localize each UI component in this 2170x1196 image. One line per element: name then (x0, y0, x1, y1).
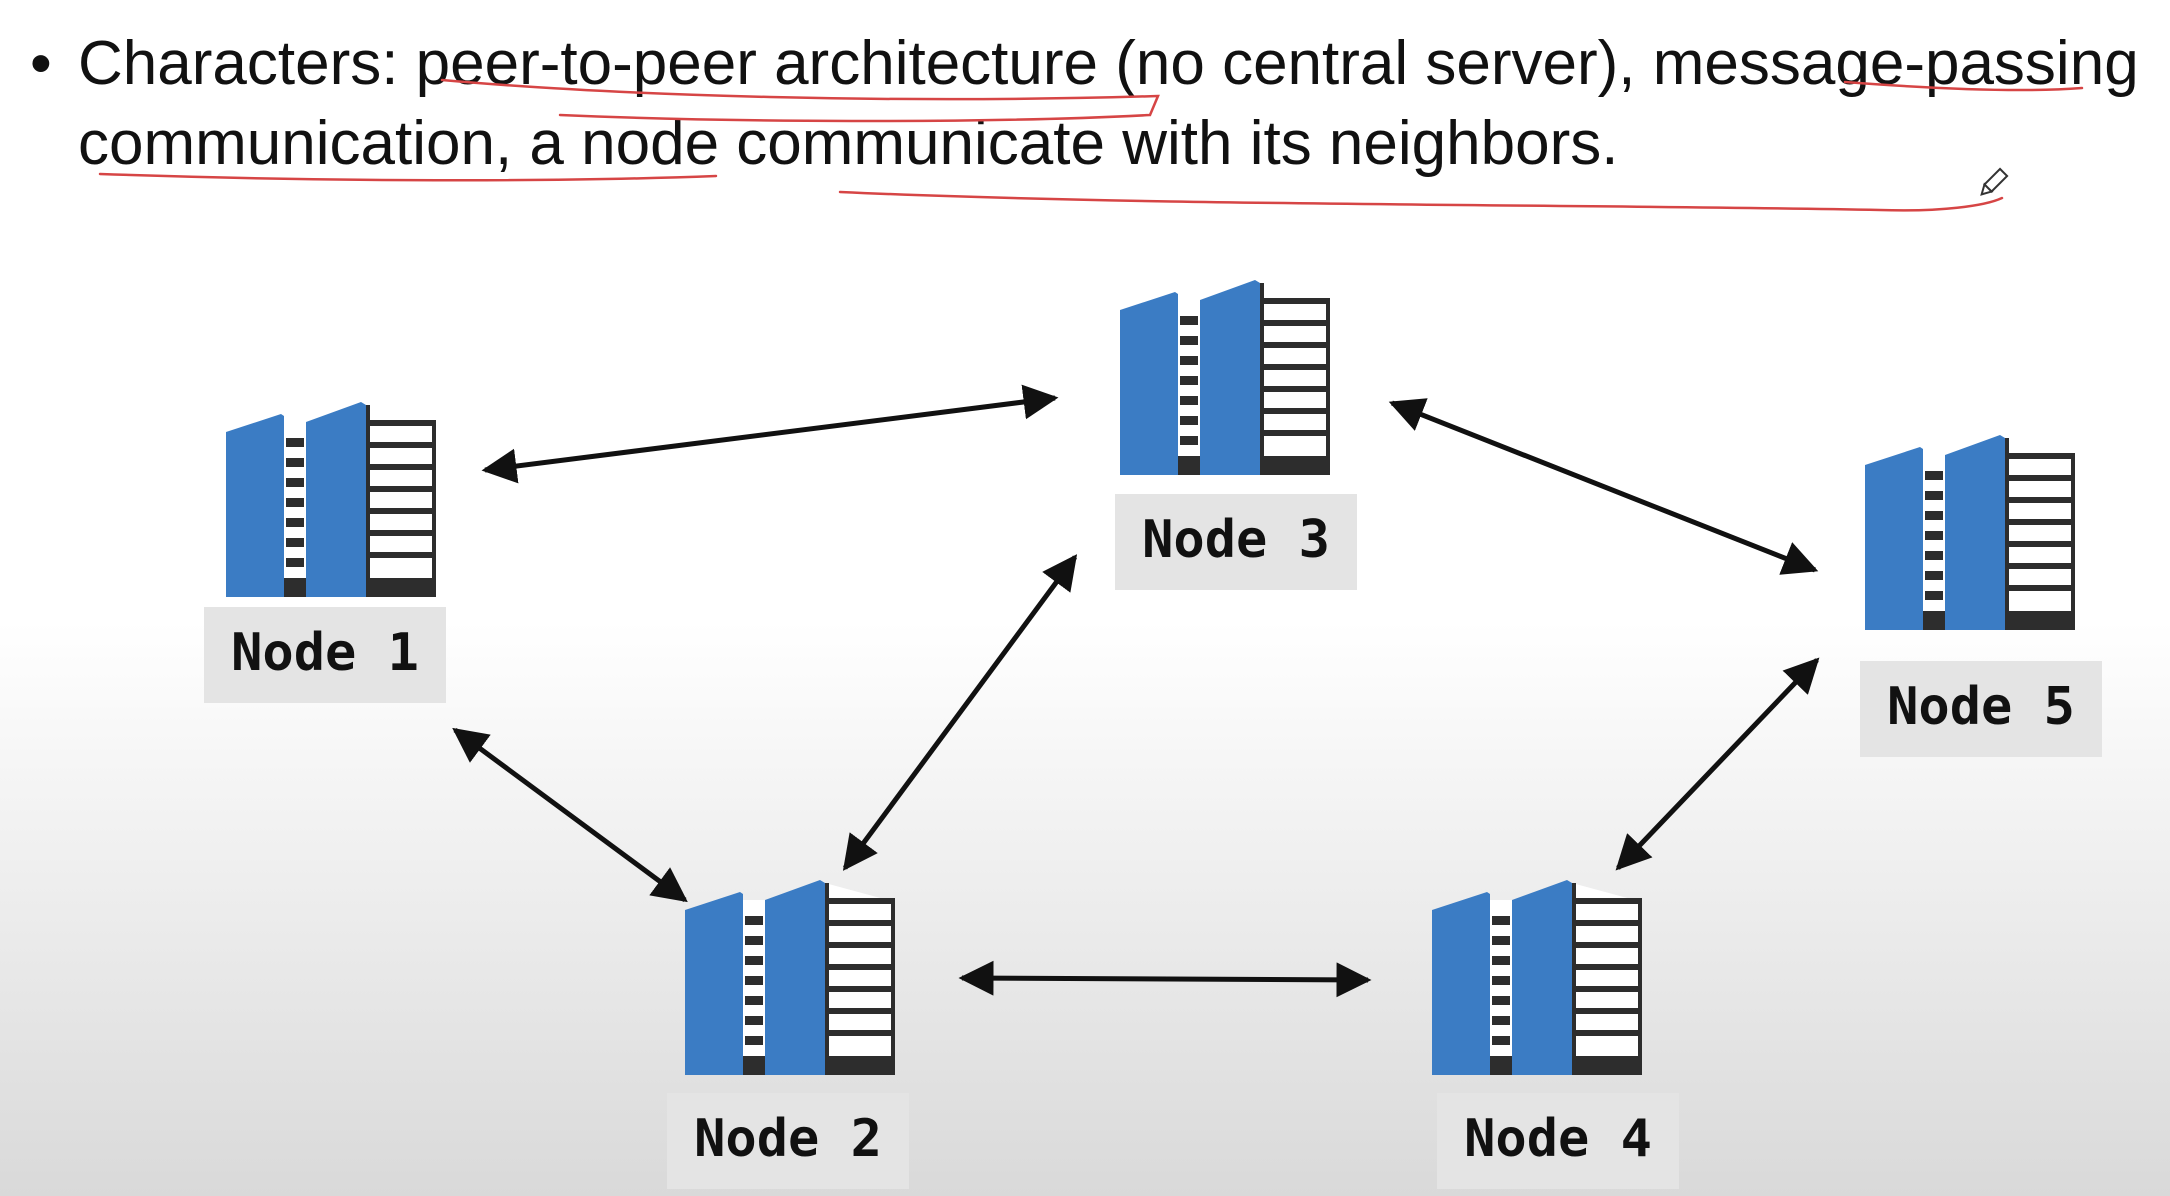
server-building-icon (1120, 280, 1330, 475)
edge-node1-node3 (481, 384, 1059, 484)
text-no-central-server: (no central server), (1098, 29, 1653, 98)
server-building-icon (1432, 880, 1642, 1075)
node-label-background (667, 1093, 909, 1189)
edge-node3-node5 (1388, 398, 1819, 575)
server-building-icon (226, 402, 436, 597)
node-label-background (1860, 661, 2102, 757)
node-label: Node 1 (231, 623, 419, 683)
bullet-dot: • (30, 29, 52, 98)
text-comma: , (494, 109, 530, 178)
node-label: Node 5 (1887, 677, 2075, 737)
edge-node2-node4 (958, 960, 1372, 998)
server-building-icon (1865, 435, 2075, 630)
bullet-lead: Characters: (78, 29, 416, 98)
node-label: Node 4 (1464, 1109, 1652, 1169)
underline-node-neighbors (838, 190, 2004, 212)
edge-node1-node2 (452, 727, 688, 903)
underline-passing-communication (98, 172, 718, 182)
node-label: Node 2 (694, 1109, 882, 1169)
pencil-cursor-icon (1980, 167, 2009, 196)
node-label-background (1437, 1093, 1679, 1189)
text-period: . (1601, 109, 1619, 178)
node-label: Node 3 (1142, 510, 1330, 570)
underline-peer-to-peer (440, 78, 1160, 123)
node-label-background (204, 607, 446, 703)
node-4: Node 4 (1432, 880, 1679, 1189)
edge-node4-node5 (1615, 657, 1820, 871)
underline-message (1843, 80, 2084, 92)
edges-layer (452, 384, 1820, 998)
handwritten-underlines (98, 78, 2084, 212)
node-2: Node 2 (667, 880, 909, 1189)
server-building-icon (685, 880, 895, 1075)
node-1: Node 1 (204, 402, 446, 703)
node-5: Node 5 (1860, 435, 2102, 757)
node-3: Node 3 (1115, 280, 1357, 590)
edge-node2-node3 (842, 554, 1078, 871)
node-label-background (1115, 494, 1357, 590)
